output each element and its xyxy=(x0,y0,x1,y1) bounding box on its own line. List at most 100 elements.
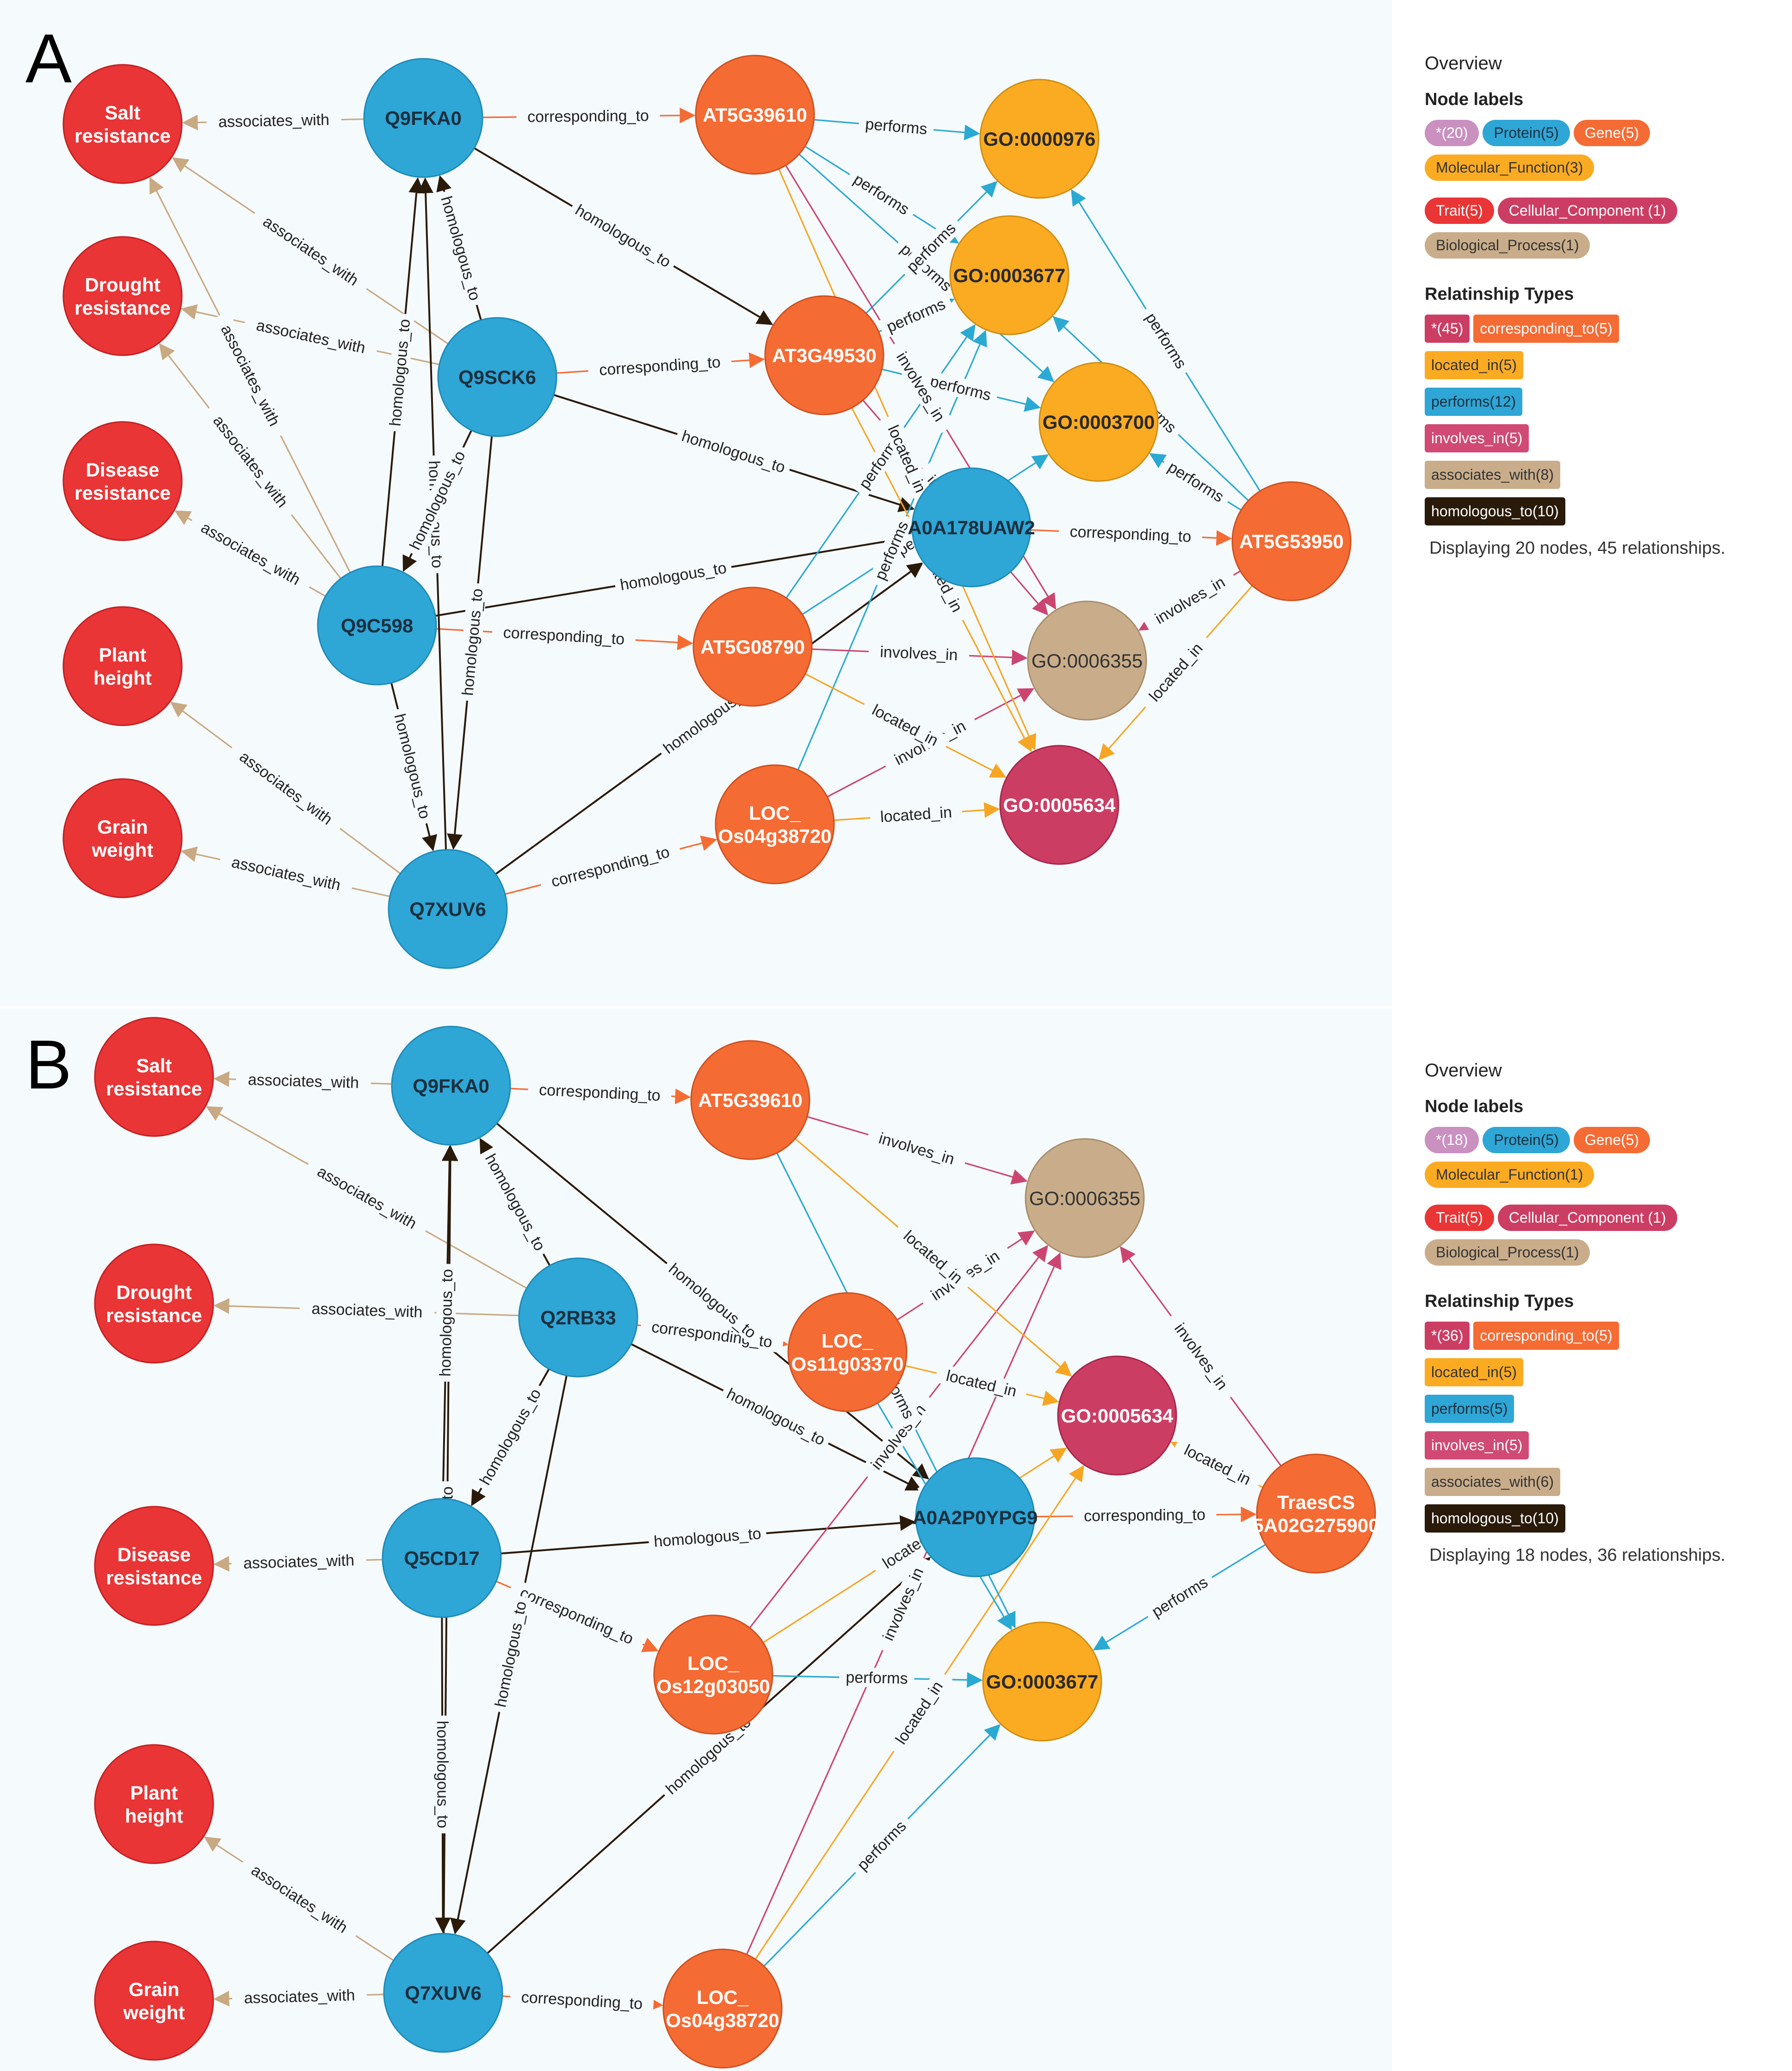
node-loc38720[interactable]: LOC_Os04g38720 xyxy=(715,764,835,884)
node-label-pill[interactable]: *(20) xyxy=(1425,120,1479,146)
node-circle-gene xyxy=(692,587,813,707)
edge-label: homologous_to xyxy=(478,1146,552,1259)
node-q7xuv6[interactable]: Q7XUV6 xyxy=(383,1933,503,2053)
node-label-pill[interactable]: Gene(5) xyxy=(1573,1127,1650,1153)
node-label: GO:0005634 xyxy=(1061,1405,1174,1427)
node-label-pill[interactable]: *(18) xyxy=(1425,1127,1479,1153)
node-loc03370[interactable]: LOC_Os11g03370 xyxy=(787,1292,908,1412)
node-label-pill[interactable]: Molecular_Function(3) xyxy=(1425,155,1594,181)
node-q5cd17[interactable]: Q5CD17 xyxy=(382,1498,502,1618)
node-circle-molecular_function xyxy=(982,1621,1102,1742)
relationship-type-list: *(36)corresponding_to(5) located_in(5)per… xyxy=(1425,1322,1776,1533)
node-label-pill[interactable]: Trait(5) xyxy=(1425,1205,1494,1231)
relationship-type-row: located_in(5) xyxy=(1425,351,1776,379)
relationship-type-chip[interactable]: corresponding_to(5) xyxy=(1473,315,1619,343)
edge-label-background xyxy=(538,839,682,894)
node-label-pill[interactable]: Biological_Process(1) xyxy=(1425,232,1590,259)
node-q2rb33[interactable]: Q2RB33 xyxy=(518,1257,638,1378)
edge-label-text: corresponding_to xyxy=(527,107,649,126)
node-go6355[interactable]: GO:0006355 xyxy=(1027,600,1147,721)
node-label-pill[interactable]: Gene(5) xyxy=(1573,120,1650,146)
edge-label-background xyxy=(206,109,342,132)
node-label: Q7XUV6 xyxy=(409,898,486,920)
node-q9fka0[interactable]: Q9FKA0 xyxy=(363,58,483,178)
relationship-type-chip[interactable]: performs(5) xyxy=(1425,1395,1514,1423)
node-label-pill[interactable]: Biological_Process(1) xyxy=(1425,1239,1590,1266)
edge-label: located_in xyxy=(869,801,963,827)
node-label-pill[interactable]: Trait(5) xyxy=(1425,198,1494,224)
node-q9sck6[interactable]: Q9SCK6 xyxy=(437,317,557,437)
node-go976[interactable]: GO:0000976 xyxy=(979,79,1100,199)
relationship-type-chip[interactable]: *(45) xyxy=(1425,315,1470,343)
relationship-type-chip[interactable]: involves_in(5) xyxy=(1425,1431,1529,1459)
edge-label: homologous_to xyxy=(648,1523,767,1552)
edge-label-background xyxy=(243,312,379,360)
node-a0a2p0[interactable]: A0A2P0YPG9 xyxy=(913,1457,1038,1577)
relationship-type-chip[interactable]: *(36) xyxy=(1425,1322,1470,1350)
node-circle-protein xyxy=(391,1026,511,1146)
node-at5g39610[interactable]: AT5G39610 xyxy=(690,1040,810,1160)
node-label-pill[interactable]: Protein(5) xyxy=(1483,1127,1570,1153)
edge-label-text: homologous_to xyxy=(437,1269,457,1377)
node-go6355[interactable]: GO:0006355 xyxy=(1025,1138,1145,1258)
node-go3677[interactable]: GO:0003677 xyxy=(982,1621,1102,1742)
node-label-pill[interactable]: Molecular_Function(1) xyxy=(1425,1162,1594,1188)
node-go5634[interactable]: GO:0005634 xyxy=(1057,1355,1177,1476)
relationship-type-chip[interactable]: homologous_to(10) xyxy=(1425,1504,1565,1533)
relationship-type-chip[interactable]: homologous_to(10) xyxy=(1425,497,1565,525)
node-label-pill[interactable]: Cellular_Component (1) xyxy=(1497,1205,1677,1231)
node-circle-protein xyxy=(317,565,437,686)
node-label: resistance xyxy=(106,1304,202,1326)
edge-label: performs xyxy=(839,1667,915,1688)
edge-label-background xyxy=(865,1125,968,1172)
relationship-type-chip[interactable]: associates_with(8) xyxy=(1425,461,1560,489)
node-label-pill[interactable]: Protein(5) xyxy=(1483,120,1570,146)
relationship-type-chip[interactable]: located_in(5) xyxy=(1425,1358,1523,1386)
relationship-type-row: *(36)corresponding_to(5) xyxy=(1425,1322,1776,1350)
node-at5g39610[interactable]: AT5G39610 xyxy=(695,55,815,175)
node-go3677[interactable]: GO:0003677 xyxy=(949,215,1069,335)
node-at5g53950[interactable]: AT5G53950 xyxy=(1231,481,1352,601)
node-label-pill[interactable]: Cellular_Component (1) xyxy=(1497,198,1677,224)
relationship-type-chip[interactable]: associates_with(6) xyxy=(1425,1468,1560,1496)
node-a0a178[interactable]: A0A178UAW2 xyxy=(908,467,1035,587)
relationship-type-chip[interactable]: performs(12) xyxy=(1425,388,1523,416)
panel-b-overview: Overview Node labels *(18)Protein(5)Gene… xyxy=(1406,1060,1776,1565)
node-loc38720[interactable]: LOC_Os04g38720 xyxy=(662,1948,783,2069)
panel-a-background xyxy=(0,0,1392,1006)
node-label: height xyxy=(125,1805,183,1827)
relationship-type-chip[interactable]: located_in(5) xyxy=(1425,351,1523,379)
node-at5g08790[interactable]: AT5G08790 xyxy=(692,587,813,707)
node-loc03050[interactable]: LOC_Os12g03050 xyxy=(653,1614,773,1735)
node-q7xuv6[interactable]: Q7XUV6 xyxy=(388,849,508,969)
edge-label-background xyxy=(235,1069,371,1093)
edge-label-text: homologous_to xyxy=(476,1386,545,1488)
node-circle-trait xyxy=(62,236,183,356)
relationship-type-chip[interactable]: corresponding_to(5) xyxy=(1473,1322,1619,1350)
node-label: Os04g38720 xyxy=(666,2009,779,2031)
node-go3700[interactable]: GO:0003700 xyxy=(1038,362,1159,482)
node-q9fka0[interactable]: Q9FKA0 xyxy=(391,1026,511,1146)
panel-a-graph: associates_withassociates_withassociates… xyxy=(62,55,1352,969)
panel-b-letter: B xyxy=(25,1026,72,1103)
node-go5634[interactable]: GO:0005634 xyxy=(999,745,1119,865)
node-at3g49530[interactable]: AT3G49530 xyxy=(764,295,884,415)
node-q9c598[interactable]: Q9C598 xyxy=(317,565,437,686)
node-circle-gene xyxy=(653,1614,773,1735)
node-circle-gene xyxy=(1256,1453,1376,1574)
node-label: AT5G53950 xyxy=(1239,531,1344,552)
relationship-type-chip[interactable]: involves_in(5) xyxy=(1425,424,1529,452)
edge-label: corresponding_to xyxy=(507,1578,647,1653)
relationship-type-row: associates_with(6) xyxy=(1425,1468,1776,1496)
